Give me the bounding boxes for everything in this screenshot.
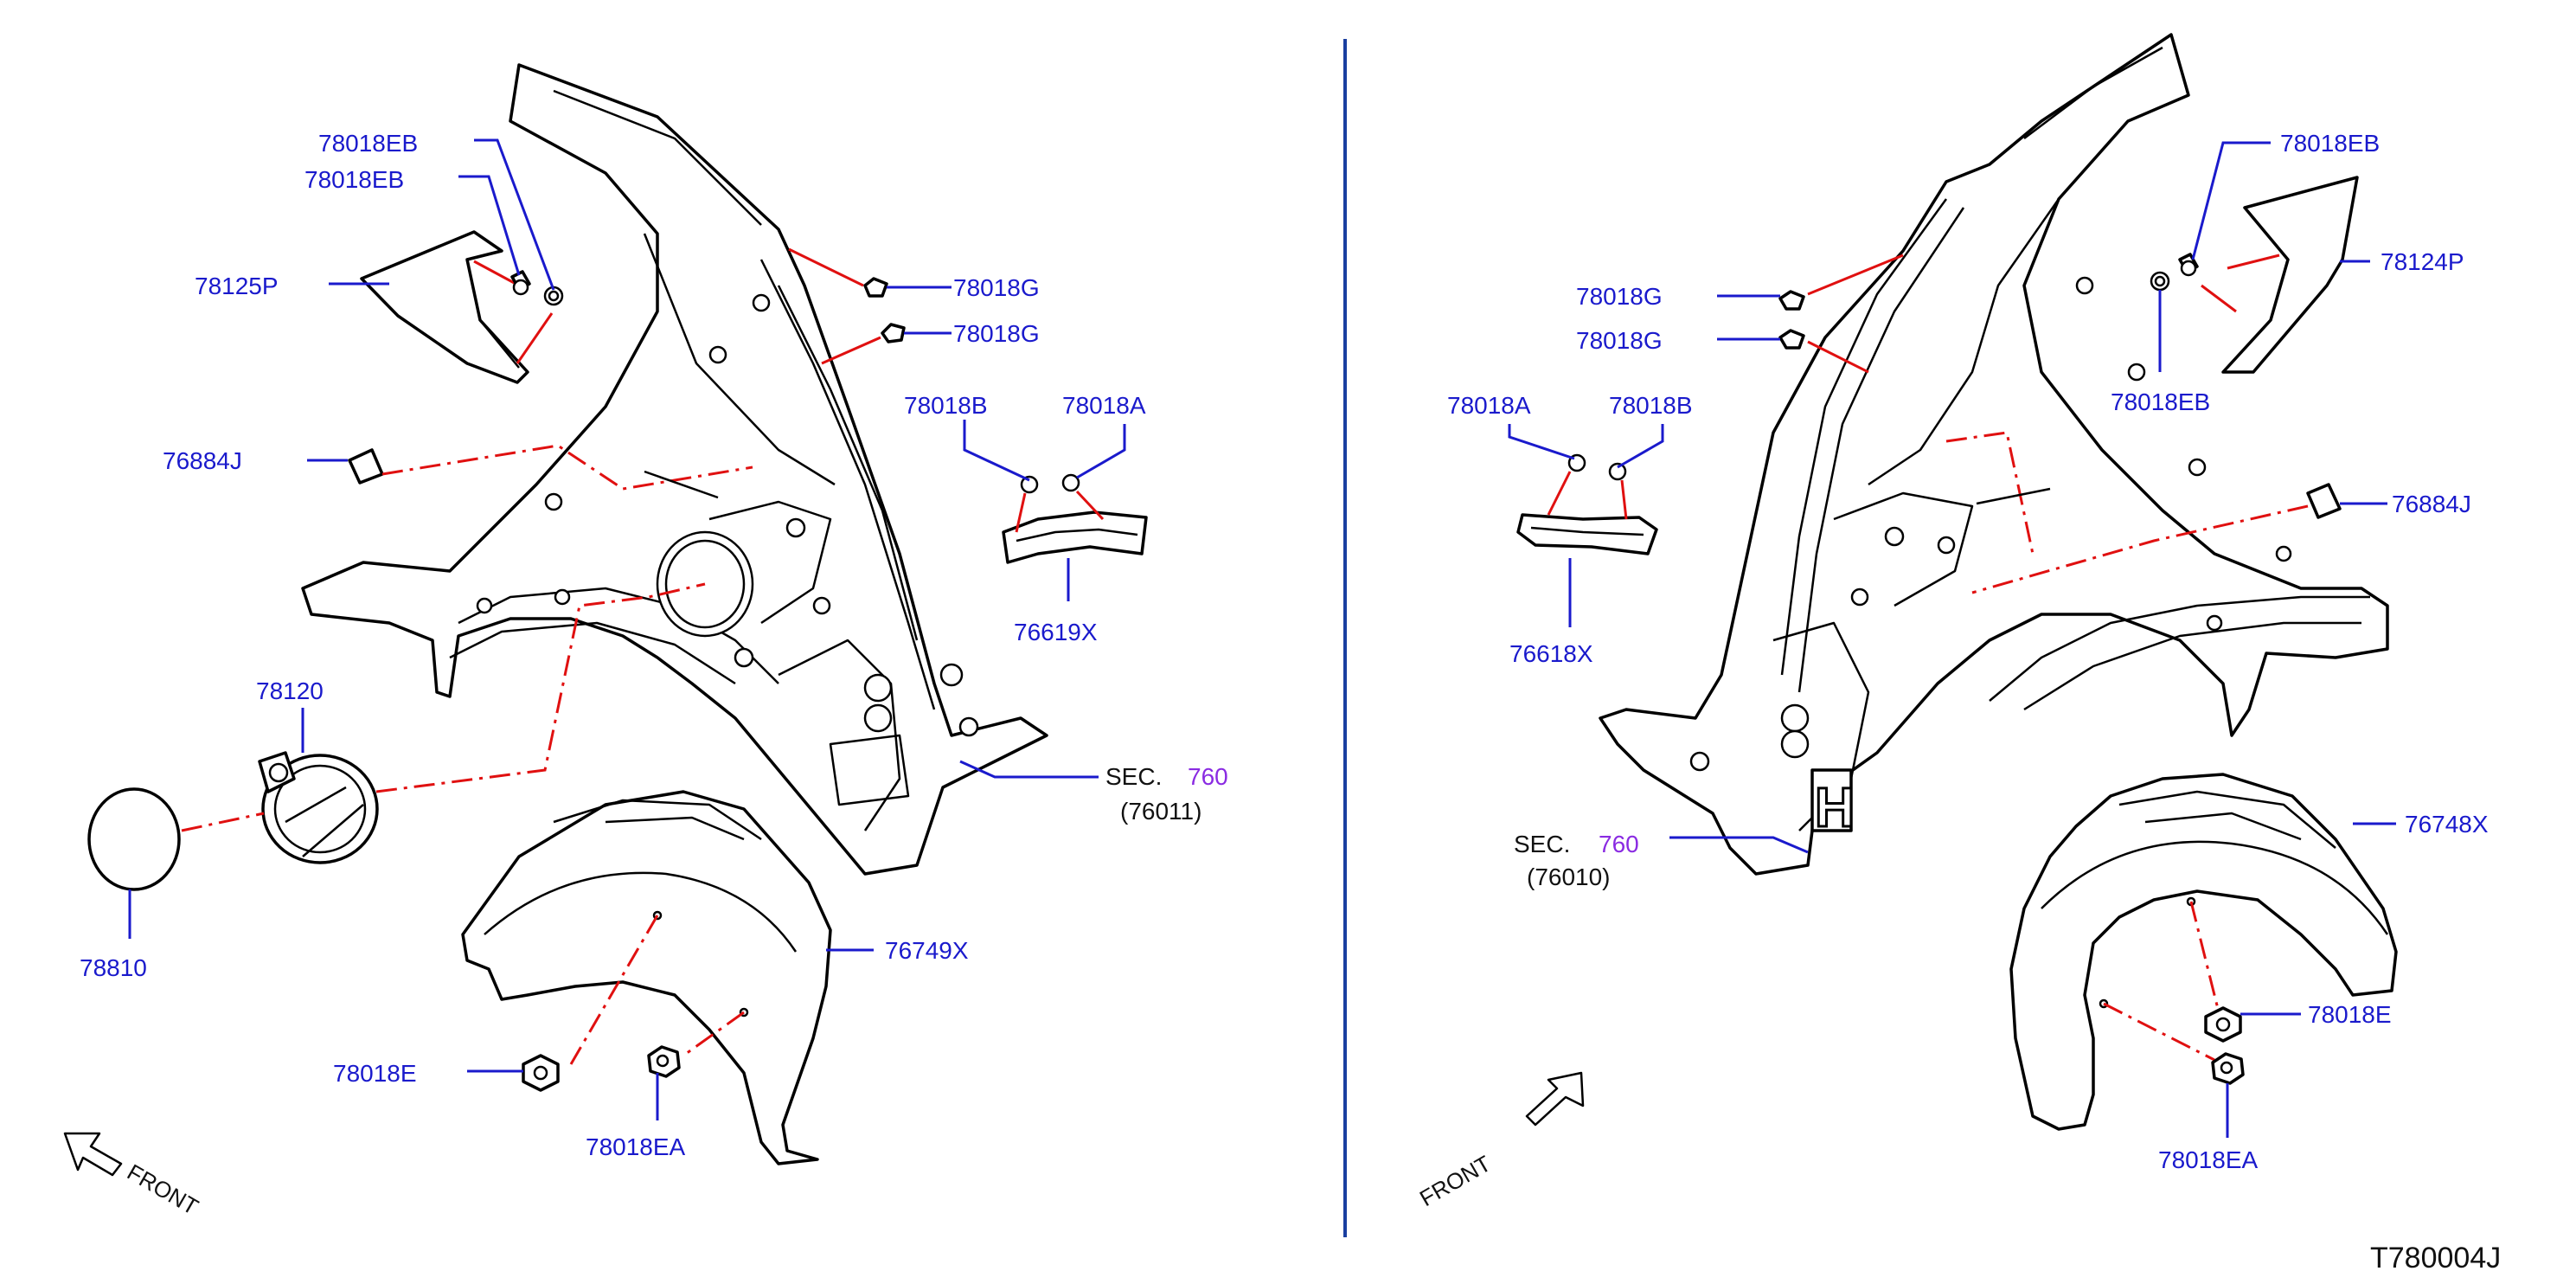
- right-clip-78018g-2: [1778, 329, 1805, 350]
- label-left-front: FRONT: [123, 1159, 203, 1220]
- left-clip-78018eb-1: [510, 270, 531, 296]
- label-right-sec: SEC.: [1514, 831, 1570, 857]
- label-left-78018eb-top: 78018EB: [318, 130, 418, 157]
- label-right-78018g-upper: 78018G: [1576, 283, 1663, 310]
- label-right-78018e: 78018E: [2308, 1001, 2392, 1028]
- left-lid-78810: [87, 787, 181, 891]
- label-right-78018a: 78018A: [1447, 392, 1531, 419]
- left-seal-76884j: [348, 444, 753, 499]
- label-right-78018b: 78018B: [1609, 392, 1693, 419]
- right-garnish-78124p: [2201, 176, 2359, 374]
- label-left-78018e: 78018E: [333, 1060, 417, 1087]
- label-right-sec-number: 760: [1599, 831, 1639, 857]
- label-left-78018ea: 78018EA: [586, 1133, 686, 1160]
- label-right-76748x: 76748X: [2405, 811, 2489, 838]
- right-nut-78018e: [2204, 1006, 2242, 1043]
- left-fuel-filler-78120: [258, 751, 379, 864]
- label-right-76884j: 76884J: [2392, 491, 2471, 517]
- label-left-76884j: 76884J: [163, 447, 242, 474]
- label-left-sec-number: 760: [1188, 763, 1228, 790]
- right-clip-78018eb-1: [2178, 253, 2199, 277]
- right-protector-76748x: [2009, 773, 2398, 1131]
- label-left-78018eb-second: 78018EB: [304, 166, 404, 193]
- label-left-78018b: 78018B: [904, 392, 988, 419]
- label-right-78018eb-lower: 78018EB: [2111, 388, 2210, 415]
- label-left-78120: 78120: [256, 677, 324, 704]
- label-left-78018g-upper: 78018G: [953, 274, 1040, 301]
- left-clip-78018g-1: [863, 277, 888, 298]
- left-leader-lines: [128, 138, 1126, 1120]
- right-nut-78018ea: [2211, 1052, 2245, 1085]
- label-left-78125p: 78125P: [195, 273, 279, 299]
- right-clip-78018eb-2: [2150, 271, 2170, 292]
- label-right-front: FRONT: [1415, 1150, 1496, 1211]
- right-leader-lines: [1508, 141, 2396, 1138]
- left-side-panel: [301, 63, 1048, 876]
- label-right-78018ea: 78018EA: [2158, 1146, 2259, 1173]
- label-left-sec: SEC.: [1105, 763, 1162, 790]
- left-nut-78018e: [522, 1054, 560, 1092]
- label-right-78018eb-top: 78018EB: [2280, 130, 2380, 157]
- right-bracket-76618x: [1516, 453, 1658, 555]
- left-protector-76749x: [461, 790, 832, 1165]
- left-garnish-78125p: [360, 230, 554, 384]
- label-left-78810: 78810: [80, 954, 147, 981]
- left-clip-78018g-2: [881, 323, 906, 343]
- left-assembly: 78018EB 78018EB 78125P 78018G 78018G 780…: [63, 63, 1228, 1220]
- label-left-76619x: 76619X: [1014, 619, 1098, 645]
- right-side-panel: H: [1599, 33, 2389, 876]
- label-right-sec-sub: (76010): [1527, 863, 1611, 890]
- right-seal-76884j: [1945, 431, 2342, 594]
- label-right-76618x: 76618X: [1509, 640, 1593, 667]
- left-bracket-76619x: [1002, 473, 1148, 564]
- left-front-arrow: [63, 1132, 123, 1177]
- label-left-sec-sub: (76011): [1120, 798, 1201, 825]
- label-right-78124p: 78124P: [2381, 248, 2464, 275]
- diagram-code: T780004J: [2370, 1242, 2501, 1274]
- right-assembly: H: [1415, 33, 2489, 1211]
- right-clip-78018g-1: [1778, 290, 1805, 311]
- right-front-arrow: [1525, 1071, 1585, 1127]
- label-right-78018g-lower: 78018G: [1576, 327, 1663, 354]
- left-nut-78018ea: [647, 1045, 681, 1078]
- label-left-78018a: 78018A: [1062, 392, 1146, 419]
- label-left-76749x: 76749X: [885, 937, 969, 964]
- label-left-78018g-lower: 78018G: [953, 320, 1040, 347]
- svg-text:H: H: [1815, 776, 1855, 838]
